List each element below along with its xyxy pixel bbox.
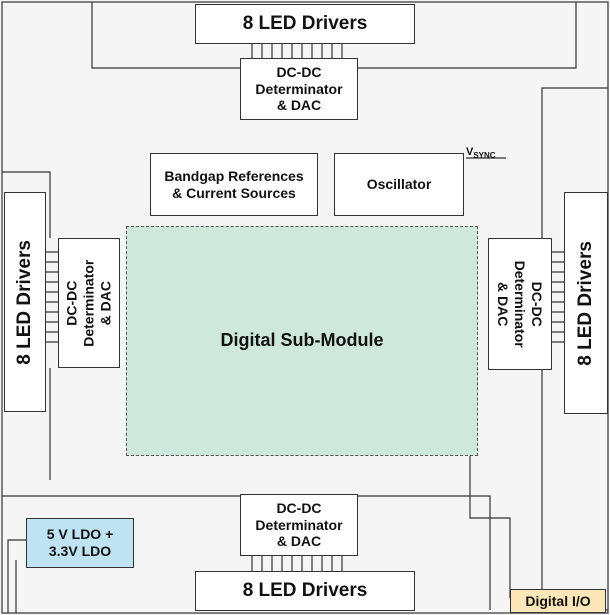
led-drivers-left-label: 8 LED Drivers [13,239,35,365]
led-drivers-top: 8 LED Drivers [195,4,415,44]
dcdc-top: DC-DC Determinator & DAC [240,58,358,120]
led-drivers-right: 8 LED Drivers [564,192,608,414]
vsync-sub: SYNC [473,151,496,161]
left-group-line-top [2,171,51,238]
ldo-label: 5 V LDO + 3.3V LDO [46,526,114,559]
led-drivers-top-label: 8 LED Drivers [242,12,368,34]
led-drivers-bottom-label: 8 LED Drivers [242,579,368,601]
dcdc-left-label: DC-DC Determinator & DAC [63,259,114,347]
right-group-line-top [541,87,608,240]
dcdc-right: DC-DC Determinator & DAC [488,238,552,370]
dcdc-left: DC-DC Determinator & DAC [58,238,120,368]
digital-io-wire [469,455,511,598]
led-drivers-left: 8 LED Drivers [4,192,46,412]
top-group-line-left [91,2,240,69]
top-connector-pins [251,44,343,58]
led-drivers-bottom: 8 LED Drivers [195,571,415,611]
left-connector-pins [46,251,58,343]
digital-sub-module: Digital Sub-Module [126,226,478,456]
led-drivers-right-label: 8 LED Drivers [574,240,596,366]
bandgap-block: Bandgap References & Current Sources [150,153,318,216]
ldo-wire [7,539,26,613]
dcdc-bottom: DC-DC Determinator & DAC [240,494,358,556]
oscillator-label: Oscillator [366,176,432,193]
vsync-main: V [466,146,474,158]
vsync-label: VSYNC [466,146,496,160]
ldo-block: 5 V LDO + 3.3V LDO [26,518,134,568]
bottom-group-line-right [358,495,491,610]
top-group-line-right [358,2,577,69]
digital-io-label: Digital I/O [525,592,591,609]
digital-io-block: Digital I/O [510,589,606,613]
bottom-connector-pins [251,555,343,571]
dcdc-right-label: DC-DC Determinator & DAC [495,260,546,348]
dcdc-top-label: DC-DC Determinator & DAC [255,63,343,114]
bandgap-label: Bandgap References & Current Sources [164,167,304,201]
right-connector-pins [552,251,564,343]
dcdc-bottom-label: DC-DC Determinator & DAC [255,499,343,550]
oscillator-block: Oscillator [334,153,464,216]
digital-sub-module-label: Digital Sub-Module [220,330,384,351]
